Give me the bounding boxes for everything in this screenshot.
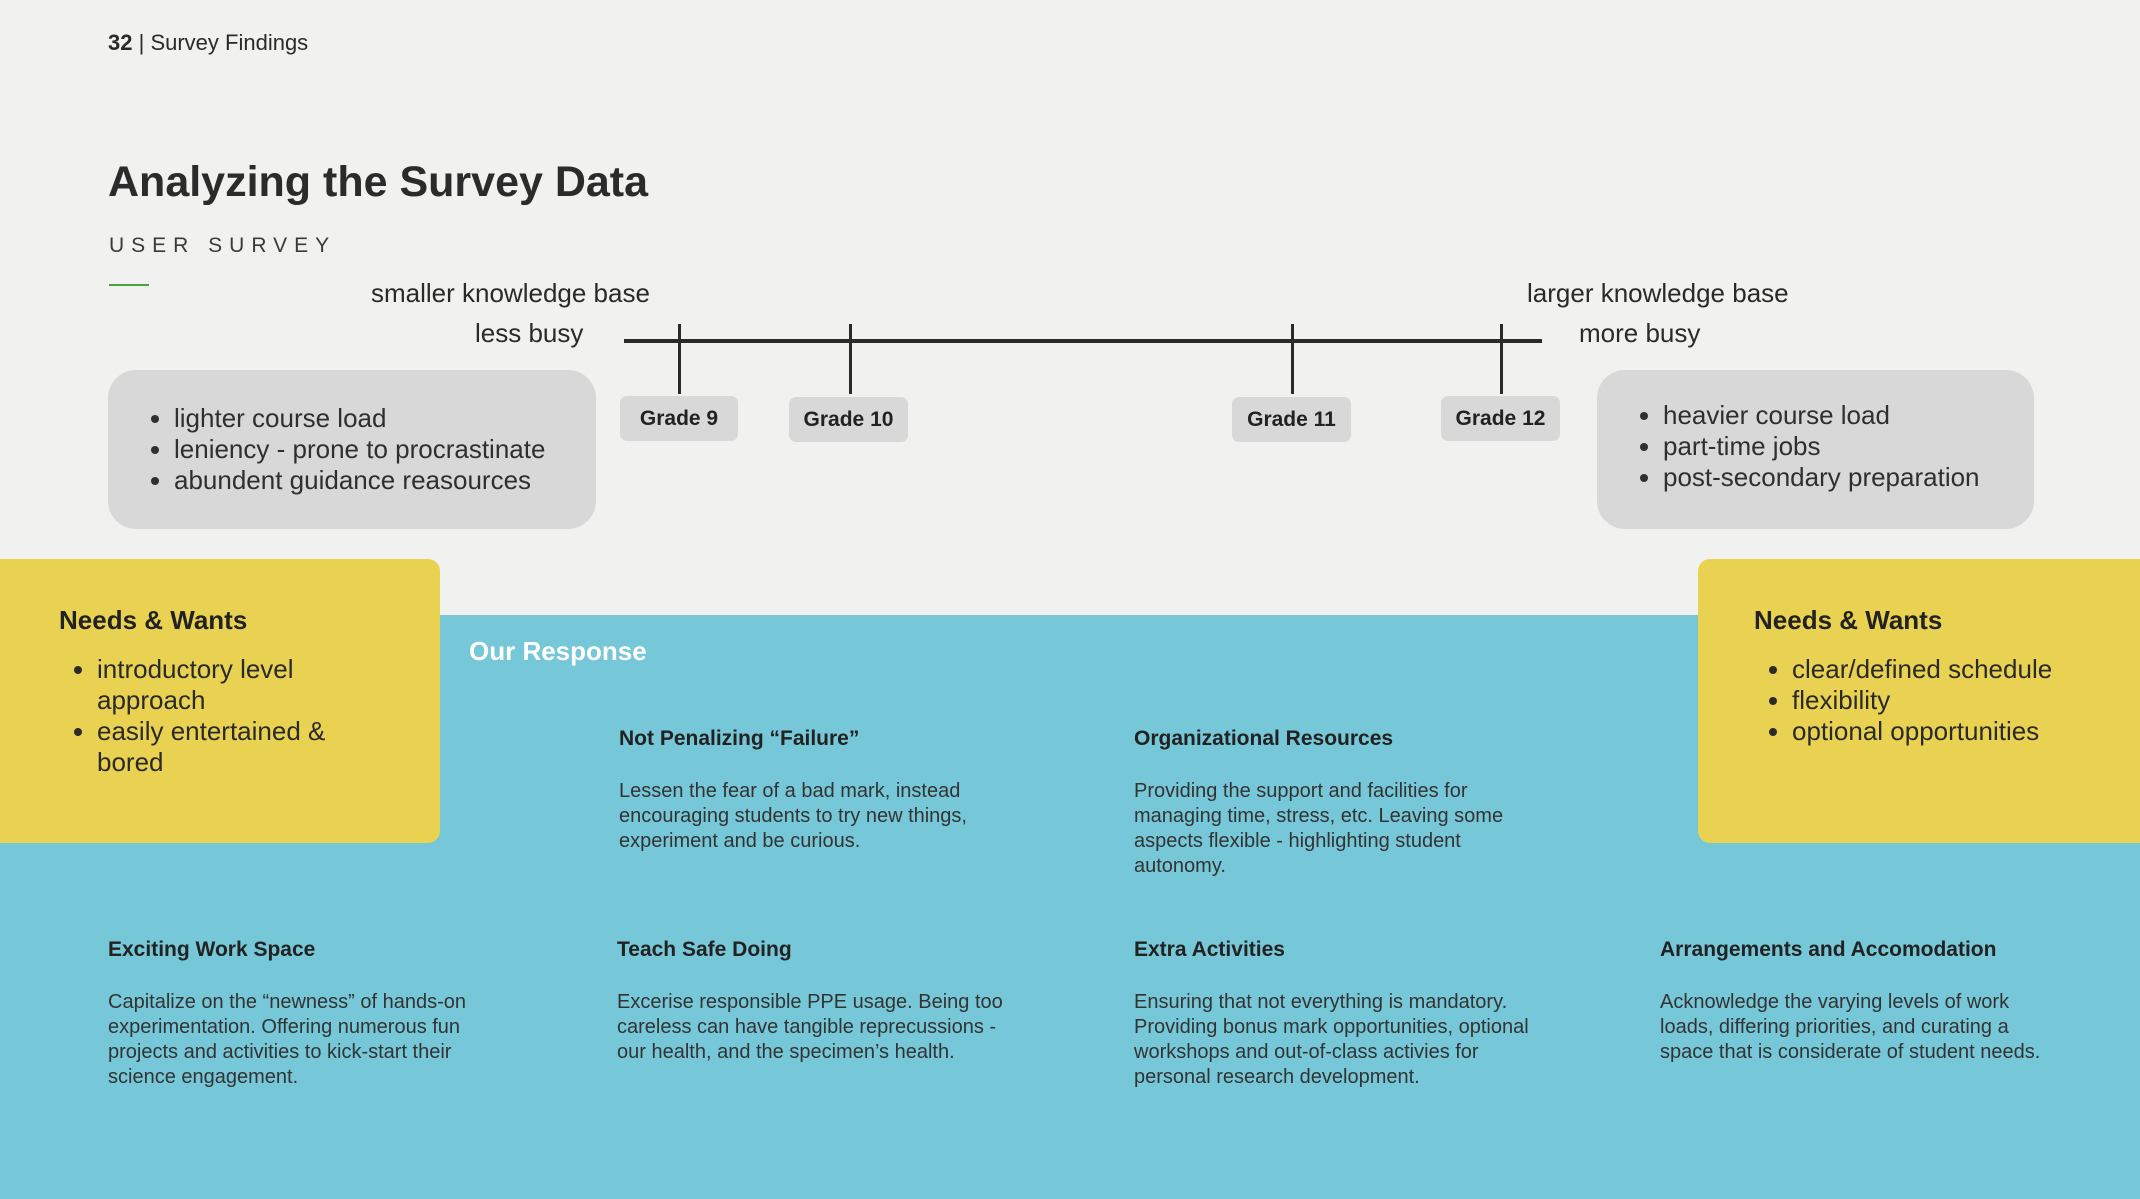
upper-grades-notes: heavier course load part-time jobs post-… bbox=[1597, 370, 2034, 529]
response-title: Our Response bbox=[469, 636, 647, 666]
list-item: optional opportunities bbox=[1792, 716, 2140, 747]
axis-right-label-top: larger knowledge base bbox=[1527, 278, 1789, 308]
list-item: introductory level approach bbox=[97, 654, 397, 716]
page-number: 32 bbox=[108, 30, 133, 55]
response-card-accomodation: Arrangements and Accomodation Acknowledg… bbox=[1660, 938, 2060, 1065]
page-subtitle: USER SURVEY bbox=[109, 234, 337, 257]
card-body: Acknowledge the varying levels of work l… bbox=[1660, 991, 2041, 1063]
card-body: Capitalize on the “newness” of hands-on … bbox=[108, 991, 466, 1088]
needs-wants-heading: Needs & Wants bbox=[59, 605, 248, 635]
list-item: lighter course load bbox=[174, 403, 596, 434]
section-name: Survey Findings bbox=[150, 30, 309, 55]
needs-wants-list: introductory level approach easily enter… bbox=[59, 654, 397, 778]
list-item: leniency - prone to procrastinate bbox=[174, 434, 596, 465]
timeline-tick-grade-12 bbox=[1500, 324, 1503, 394]
axis-left-label-bottom: less busy bbox=[475, 318, 584, 348]
card-body: Providing the support and facilities for… bbox=[1134, 780, 1504, 877]
header-separator: | bbox=[132, 30, 151, 55]
grade-12-pill: Grade 12 bbox=[1441, 396, 1560, 441]
response-card-work-space: Exciting Work Space Capitalize on the “n… bbox=[108, 938, 498, 1090]
needs-wants-heading: Needs & Wants bbox=[1754, 605, 1943, 635]
page-header: 32 | Survey Findings bbox=[108, 30, 308, 56]
axis-left-label-top: smaller knowledge base bbox=[371, 278, 650, 308]
card-heading: Exciting Work Space bbox=[108, 938, 316, 961]
card-heading: Extra Activities bbox=[1134, 938, 1285, 961]
grade-11-pill: Grade 11 bbox=[1232, 397, 1351, 442]
response-card-extra-activities: Extra Activities Ensuring that not every… bbox=[1134, 938, 1534, 1090]
timeline-tick-grade-11 bbox=[1291, 324, 1294, 394]
needs-wants-upper: Needs & Wants clear/defined schedule fle… bbox=[1698, 559, 2140, 843]
grade-10-pill: Grade 10 bbox=[789, 397, 908, 442]
list-item: heavier course load bbox=[1663, 400, 2034, 431]
lower-grades-notes: lighter course load leniency - prone to … bbox=[108, 370, 596, 529]
list-item: flexibility bbox=[1792, 685, 2140, 716]
lower-grades-list: lighter course load leniency - prone to … bbox=[144, 403, 596, 496]
list-item: easily entertained & bored bbox=[97, 716, 397, 778]
timeline-tick-grade-9 bbox=[678, 324, 681, 394]
card-heading: Organizational Resources bbox=[1134, 727, 1394, 750]
card-heading: Teach Safe Doing bbox=[617, 938, 792, 961]
card-heading: Arrangements and Accomodation bbox=[1660, 938, 1997, 961]
response-card-safe-doing: Teach Safe Doing Excerise responsible PP… bbox=[617, 938, 1017, 1065]
response-card-not-penalizing: Not Penalizing “Failure” Lessen the fear… bbox=[619, 727, 1019, 854]
timeline-tick-grade-10 bbox=[849, 324, 852, 394]
card-body: Ensuring that not everything is mandator… bbox=[1134, 991, 1529, 1088]
accent-rule bbox=[109, 284, 149, 286]
list-item: part-time jobs bbox=[1663, 431, 2034, 462]
card-body: Excerise responsible PPE usage. Being to… bbox=[617, 991, 1003, 1063]
list-item: post-secondary preparation bbox=[1663, 462, 2034, 493]
axis-right-label-bottom: more busy bbox=[1579, 318, 1701, 348]
upper-grades-list: heavier course load part-time jobs post-… bbox=[1633, 400, 2034, 493]
list-item: clear/defined schedule bbox=[1792, 654, 2140, 685]
needs-wants-lower: Needs & Wants introductory level approac… bbox=[0, 559, 440, 843]
list-item: abundent guidance reasources bbox=[174, 465, 596, 496]
response-card-organizational: Organizational Resources Providing the s… bbox=[1134, 727, 1544, 879]
card-body: Lessen the fear of a bad mark, instead e… bbox=[619, 780, 967, 852]
grade-9-pill: Grade 9 bbox=[620, 396, 738, 441]
page-title: Analyzing the Survey Data bbox=[108, 158, 649, 206]
timeline-line bbox=[624, 339, 1542, 343]
card-heading: Not Penalizing “Failure” bbox=[619, 727, 860, 750]
needs-wants-list: clear/defined schedule flexibility optio… bbox=[1754, 654, 2140, 747]
